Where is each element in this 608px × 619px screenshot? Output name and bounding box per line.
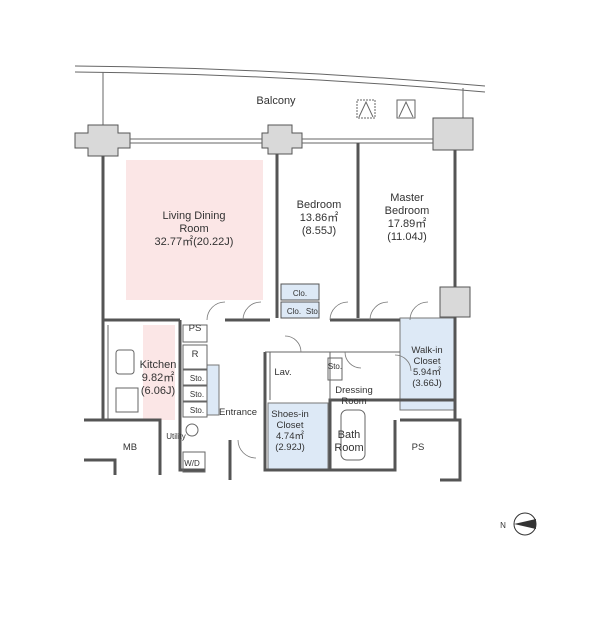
ac-unit-icon <box>356 99 376 119</box>
ps-label: PS <box>412 442 425 453</box>
column <box>74 124 131 157</box>
kitchen-area-highlight <box>143 325 175 420</box>
storage-label: Sto. <box>306 307 320 316</box>
kitchen-jo: (6.06J) <box>141 385 175 397</box>
north-compass-icon: N <box>500 512 537 536</box>
kitchen-area: 9.82㎡ <box>142 371 174 384</box>
lavatory-label: Lav. <box>274 367 291 378</box>
mb-label: MB <box>123 442 137 453</box>
shoes-name-2: Closet <box>277 420 304 431</box>
walkin-area: 5.94㎡ <box>413 367 441 378</box>
entrance-label: Entrance <box>219 407 257 418</box>
living-name-2: Room <box>179 223 208 235</box>
bathtub <box>340 409 366 461</box>
balcony-label: Balcony <box>256 95 296 107</box>
stove <box>115 387 139 413</box>
living-name: Living Dining <box>163 210 226 222</box>
bedroom-name: Bedroom <box>297 199 342 211</box>
bedroom-area: 13.86㎡ <box>300 211 339 224</box>
living-area: 32.77㎡(20.22J) <box>155 235 234 248</box>
bath-name: Bath <box>338 429 361 441</box>
sink <box>115 349 135 375</box>
dressing-name: Dressing <box>335 385 373 396</box>
svg-text:N: N <box>500 521 506 530</box>
column <box>432 117 474 151</box>
closet-label: Clo. <box>293 289 307 298</box>
shoes-area: 4.74㎡ <box>276 431 304 442</box>
ps-label: PS <box>189 323 202 334</box>
bath-name-2: Room <box>334 442 363 454</box>
storage-label: Sto. <box>190 406 204 415</box>
column <box>261 124 303 155</box>
storage-label: Sto. <box>190 390 204 399</box>
fridge-label: R <box>192 349 199 360</box>
master-jo: (11.04J) <box>387 231 427 243</box>
shoes-jo: (2.92J) <box>275 442 305 453</box>
dressing-name-2: Room <box>341 396 366 407</box>
master-name: Master <box>390 192 424 204</box>
walkin-name: Walk-in <box>411 345 442 356</box>
door-swing <box>206 301 226 321</box>
shoes-name: Shoes-in <box>271 409 309 420</box>
master-name-2: Bedroom <box>385 205 430 217</box>
column <box>439 286 471 318</box>
washer-dryer-label: W/D <box>184 459 200 468</box>
walkin-jo: (3.66J) <box>412 378 442 389</box>
ac-unit-icon <box>396 99 416 119</box>
bedroom-jo: (8.55J) <box>302 225 336 237</box>
shoes-in-closet-area <box>267 402 329 471</box>
balcony-rail <box>74 65 486 87</box>
balcony-rail-inner <box>74 71 486 93</box>
living-area-highlight <box>126 160 263 300</box>
walkin-name-2: Closet <box>414 356 441 367</box>
utility-label: Utility <box>166 432 186 441</box>
closet-label: Clo. <box>287 307 301 316</box>
storage-label: Sto. <box>190 374 204 383</box>
master-area: 17.89㎡ <box>388 217 427 230</box>
storage-label: Sto. <box>328 362 342 371</box>
kitchen-name: Kitchen <box>140 359 177 371</box>
